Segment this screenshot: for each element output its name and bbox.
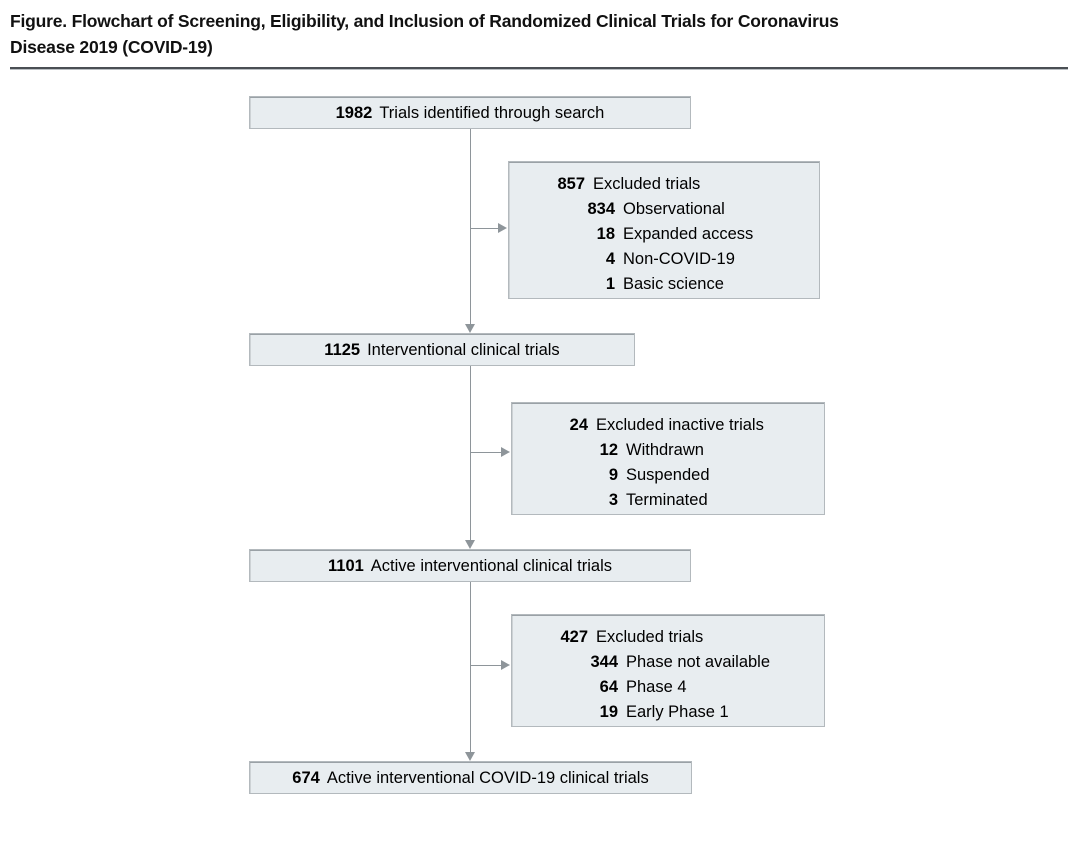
excluded-1-header-count: 857 <box>557 175 585 193</box>
flow-node-active-count: 1101 <box>328 556 364 575</box>
excluded-1-item-label: Observational <box>623 200 725 218</box>
flow-node-identified-text: 1982 Trials identified through search <box>336 103 605 123</box>
flow-node-included: 674 Active interventional COVID-19 clinic… <box>249 761 692 794</box>
excluded-1-item-count: 18 <box>596 225 615 243</box>
excluded-3-item: 19 Early Phase 1 <box>522 700 810 725</box>
flow-node-excluded-1: 857 Excluded trials 834 Observational 18… <box>508 161 820 299</box>
excluded-1-item-count: 4 <box>605 250 615 268</box>
excluded-3-item: 64 Phase 4 <box>522 675 810 700</box>
flow-node-interventional-text: 1125 Interventional clinical trials <box>324 340 559 360</box>
excluded-3-header: 427 Excluded trials <box>522 625 810 650</box>
flow-node-active-text: 1101 Active interventional clinical trial… <box>328 556 612 576</box>
excluded-3-item-count: 19 <box>599 703 618 721</box>
arrow-identified-to-interventional <box>465 324 475 333</box>
excluded-1-item-count: 1 <box>605 275 615 293</box>
arrow-active-to-excluded-3 <box>501 660 510 670</box>
excluded-3-item-label: Phase 4 <box>626 678 687 696</box>
excluded-1-header-label: Excluded trials <box>593 175 701 193</box>
arrow-identified-to-excluded-1 <box>498 223 507 233</box>
connector-active-to-excluded-3 <box>470 665 503 666</box>
flow-node-active-label: Active interventional clinical trials <box>370 556 612 575</box>
excluded-1-item: 4 Non-COVID-19 <box>519 247 805 272</box>
excluded-2-header-label: Excluded inactive trials <box>596 416 764 434</box>
excluded-2-item-count: 3 <box>608 491 618 509</box>
excluded-2-item: 12 Withdrawn <box>522 438 810 463</box>
excluded-1-item-count: 834 <box>587 200 615 218</box>
excluded-2-item-label: Suspended <box>626 466 710 484</box>
connector-identified-to-interventional <box>470 129 471 326</box>
excluded-3-header-label: Excluded trials <box>596 628 704 646</box>
excluded-2-header-count: 24 <box>569 416 588 434</box>
flow-node-active: 1101 Active interventional clinical trial… <box>249 549 691 582</box>
excluded-1-item-label: Expanded access <box>623 225 754 243</box>
flow-node-identified-label: Trials identified through search <box>379 103 605 122</box>
page-title: Figure. Flowchart of Screening, Eligibil… <box>10 11 839 57</box>
excluded-2-item: 9 Suspended <box>522 463 810 488</box>
excluded-1-item: 1 Basic science <box>519 272 805 297</box>
connector-identified-to-excluded-1 <box>470 228 500 229</box>
connector-interventional-to-active <box>470 366 471 542</box>
flow-node-identified: 1982 Trials identified through search <box>249 96 691 129</box>
excluded-3-item: 344 Phase not available <box>522 650 810 675</box>
excluded-3-item-label: Early Phase 1 <box>626 703 729 721</box>
excluded-3-item-count: 344 <box>590 653 618 671</box>
excluded-3-item-count: 64 <box>599 678 618 696</box>
excluded-1-item: 18 Expanded access <box>519 222 805 247</box>
flow-node-interventional: 1125 Interventional clinical trials <box>249 333 635 366</box>
excluded-2-item-count: 9 <box>608 466 618 484</box>
connector-interventional-to-excluded-2 <box>470 452 503 453</box>
connector-active-to-included <box>470 582 471 754</box>
excluded-1-item: 834 Observational <box>519 197 805 222</box>
arrow-interventional-to-active <box>465 540 475 549</box>
arrow-interventional-to-excluded-2 <box>501 447 510 457</box>
excluded-1-item-label: Basic science <box>623 275 724 293</box>
excluded-2-item-label: Terminated <box>626 491 708 509</box>
excluded-2-item: 3 Terminated <box>522 488 810 513</box>
flow-node-included-label: Active interventional COVID-19 clinical … <box>326 768 649 787</box>
excluded-2-header: 24 Excluded inactive trials <box>522 413 810 438</box>
flow-node-included-count: 674 <box>292 768 320 787</box>
excluded-3-item-label: Phase not available <box>626 653 771 671</box>
flow-node-excluded-3: 427 Excluded trials 344 Phase not availa… <box>511 614 825 727</box>
flow-node-excluded-2: 24 Excluded inactive trials 12 Withdrawn… <box>511 402 825 515</box>
excluded-2-item-label: Withdrawn <box>626 441 704 459</box>
excluded-2-item-count: 12 <box>599 441 618 459</box>
title-divider <box>10 67 1068 70</box>
flow-node-identified-count: 1982 <box>335 103 373 122</box>
excluded-3-header-count: 427 <box>560 628 588 646</box>
flow-node-included-text: 674 Active interventional COVID-19 clinic… <box>292 768 648 788</box>
flow-node-interventional-label: Interventional clinical trials <box>367 340 560 359</box>
flow-node-interventional-count: 1125 <box>324 340 361 359</box>
arrow-active-to-included <box>465 752 475 761</box>
excluded-1-item-label: Non-COVID-19 <box>623 250 735 268</box>
excluded-1-header: 857 Excluded trials <box>519 172 805 197</box>
